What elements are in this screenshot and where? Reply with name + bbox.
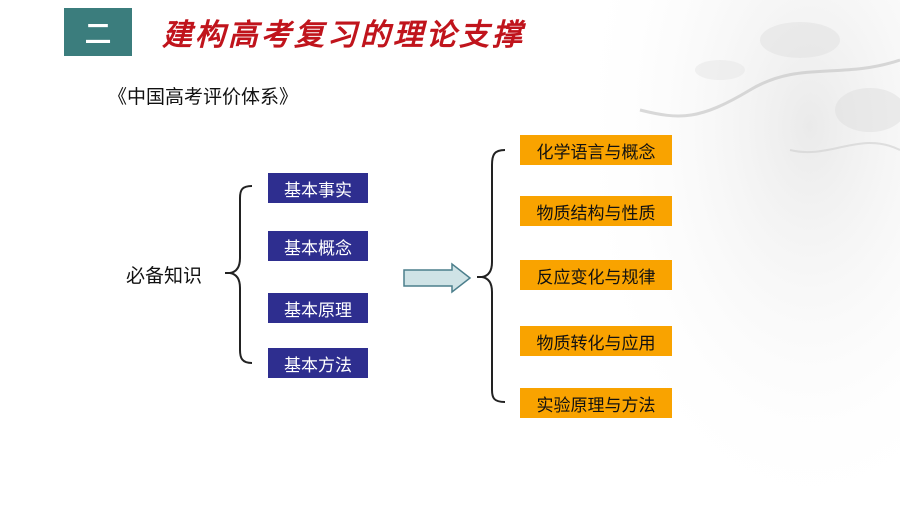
right-bracket (481, 149, 506, 403)
left-bracket (229, 185, 253, 364)
right-item-experiment-methods: 实验原理与方法 (520, 388, 672, 418)
block-arrow (403, 262, 472, 294)
root-label: 必备知识 (126, 265, 203, 287)
right-item-reaction-laws: 反应变化与规律 (520, 260, 672, 290)
left-item-basic-principles: 基本原理 (268, 293, 368, 323)
right-item-chemical-language: 化学语言与概念 (520, 135, 672, 165)
left-item-basic-methods: 基本方法 (268, 348, 368, 378)
right-item-structure-properties: 物质结构与性质 (520, 196, 672, 226)
right-item-transformation-application: 物质转化与应用 (520, 326, 672, 356)
slide-title: 建构高考复习的理论支撑 (162, 18, 525, 53)
left-item-basic-facts: 基本事实 (268, 173, 368, 203)
section-number-badge: 二 (64, 8, 132, 56)
subtitle: 《中国高考评价体系》 (108, 86, 299, 108)
section-number: 二 (84, 19, 111, 50)
ink-painting-decoration (600, 0, 900, 506)
left-item-basic-concepts: 基本概念 (268, 231, 368, 261)
